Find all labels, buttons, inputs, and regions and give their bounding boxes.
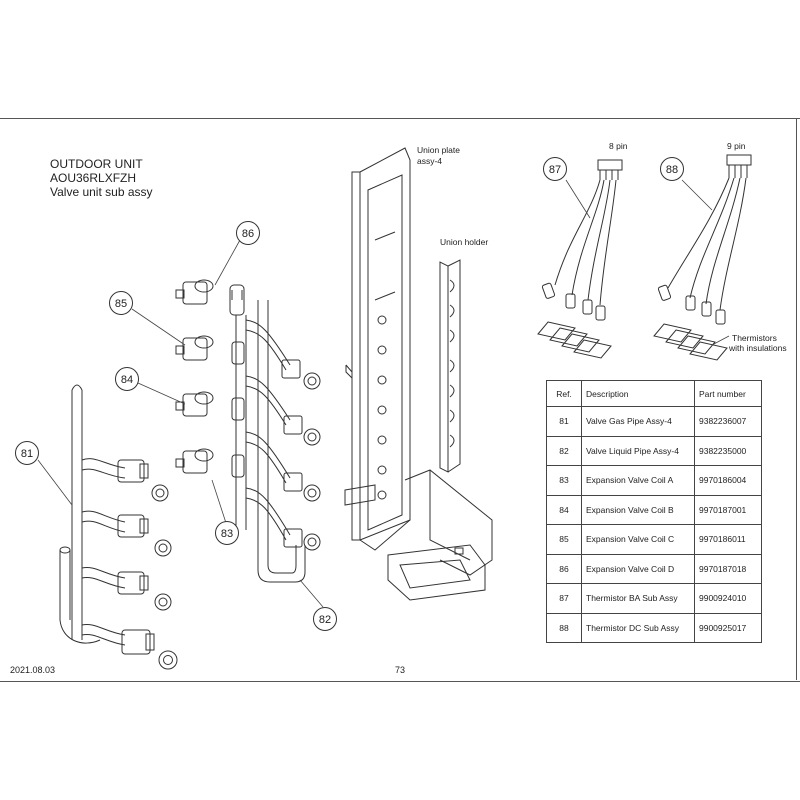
cell-ref: 86	[546, 553, 582, 584]
callout-82: 82	[313, 607, 337, 631]
svg-text:88: 88	[666, 164, 678, 176]
svg-text:85: 85	[115, 298, 127, 310]
valve-bracket	[344, 469, 493, 601]
callout-86: 86	[236, 221, 260, 245]
expansion-valve-coils	[175, 279, 214, 474]
union-plate-label: Union plate	[417, 145, 460, 155]
cell-description: Expansion Valve Coil C	[581, 524, 695, 555]
cell-description: Valve Gas Pipe Assy-4	[581, 406, 695, 437]
cell-description: Expansion Valve Coil A	[581, 465, 695, 496]
cell-ref: 84	[546, 494, 582, 525]
cell-description: Expansion Valve Coil B	[581, 494, 695, 525]
title-unit: OUTDOOR UNIT	[50, 157, 143, 171]
union-holder	[439, 259, 461, 473]
thermistor-dc-harness	[653, 154, 752, 361]
cell-ref: 82	[546, 435, 582, 466]
callout-88: 88	[660, 157, 684, 181]
cell-part-number: 9970187018	[694, 553, 762, 584]
gas-pipe-assembly	[59, 384, 178, 670]
document-frame	[0, 118, 800, 682]
union-holder-label: Union holder	[440, 237, 488, 247]
callout-85: 85	[109, 291, 133, 315]
footer-date: 2021.08.03	[10, 665, 56, 675]
callout-84: 84	[115, 367, 139, 391]
cell-part-number: 9900925017	[694, 612, 762, 643]
liquid-pipe-assembly	[229, 284, 321, 583]
header-part-number: Part number	[694, 380, 762, 407]
callout-81: 81	[15, 441, 39, 465]
svg-text:87: 87	[549, 164, 561, 176]
cell-description: Valve Liquid Pipe Assy-4	[581, 435, 695, 466]
cell-description: Thermistor DC Sub Assy	[581, 612, 695, 643]
svg-text:82: 82	[319, 614, 331, 626]
title-assembly: Valve unit sub assy	[50, 185, 153, 199]
svg-text:83: 83	[221, 528, 233, 540]
frame-right-edge	[796, 118, 797, 680]
page-number: 73	[395, 665, 406, 675]
thermistors-label: Thermistors	[732, 333, 777, 343]
svg-text:86: 86	[242, 228, 254, 240]
table-header-row: Ref. Description Part number	[546, 380, 762, 407]
header-ref: Ref.	[546, 380, 582, 407]
cell-part-number: 9900924010	[694, 583, 762, 614]
union-plate-label-2: assy-4	[417, 156, 442, 166]
cell-part-number: 9382236007	[694, 406, 762, 437]
pin9-label: 9 pin	[727, 141, 746, 151]
union-plate	[345, 147, 411, 551]
cell-description: Expansion Valve Coil D	[581, 553, 695, 584]
callout-83: 83	[215, 521, 239, 545]
svg-text:84: 84	[121, 374, 133, 386]
svg-text:81: 81	[21, 448, 33, 460]
header-description: Description	[581, 380, 695, 407]
cell-ref: 88	[546, 612, 582, 643]
cell-part-number: 9970186004	[694, 465, 762, 496]
callout-87: 87	[543, 157, 567, 181]
pin8-label: 8 pin	[609, 141, 628, 151]
cell-part-number: 9382235000	[694, 435, 762, 466]
cell-ref: 87	[546, 583, 582, 614]
cell-ref: 85	[546, 524, 582, 555]
thermistors-label-2: with insulations	[728, 343, 787, 353]
cell-ref: 81	[546, 406, 582, 437]
thermistor-ba-harness	[537, 159, 623, 359]
cell-part-number: 9970187001	[694, 494, 762, 525]
cell-ref: 83	[546, 465, 582, 496]
leader-lines	[37, 179, 730, 608]
title-model: AOU36RLXFZH	[50, 171, 137, 185]
cell-part-number: 9970186011	[694, 524, 762, 555]
cell-description: Thermistor BA Sub Assy	[581, 583, 695, 614]
